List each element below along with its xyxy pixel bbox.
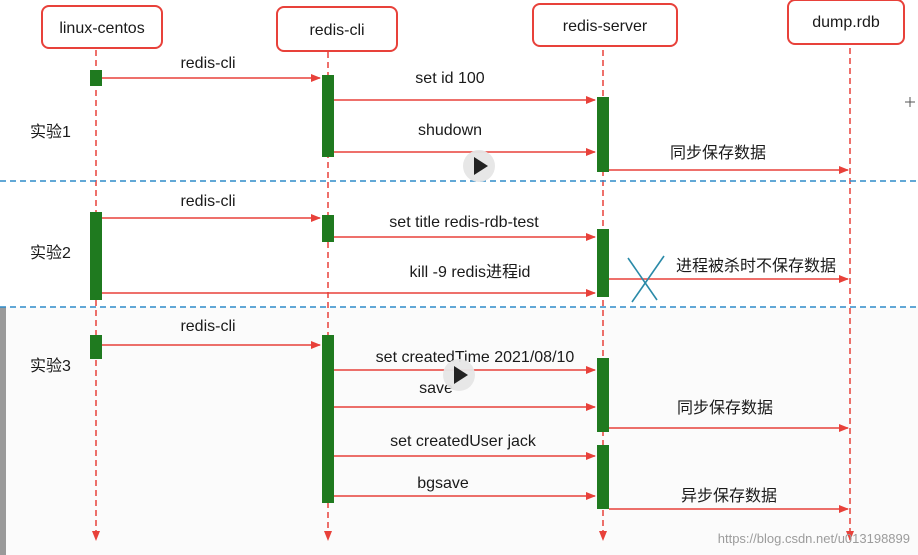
cross-mark-icon xyxy=(627,255,665,303)
message-label: 同步保存数据 xyxy=(670,144,766,162)
actor-linux-centos: linux-centos xyxy=(41,5,163,49)
experiment-label: 实验2 xyxy=(30,244,71,262)
actor-label: linux-centos xyxy=(59,20,144,37)
left-edge-bar xyxy=(0,307,6,555)
activation-bar xyxy=(597,97,609,172)
message-label: 进程被杀时不保存数据 xyxy=(676,257,836,275)
play-icon[interactable] xyxy=(463,150,495,182)
activation-bar xyxy=(90,335,102,359)
message-label: kill -9 redis进程id xyxy=(410,263,531,281)
message-label: bgsave xyxy=(417,475,469,492)
message-label: 同步保存数据 xyxy=(677,399,773,417)
activation-bar xyxy=(597,445,609,509)
lower-background-band xyxy=(0,307,918,555)
message-label: redis-cli xyxy=(180,193,235,210)
message-label: 异步保存数据 xyxy=(681,487,777,505)
actor-dump-rdb: dump.rdb xyxy=(787,0,905,45)
actor-redis-server: redis-server xyxy=(532,3,678,47)
activation-bar xyxy=(90,70,102,86)
actor-label: dump.rdb xyxy=(812,14,880,31)
actor-label: redis-cli xyxy=(309,22,364,39)
message-label: set createdUser jack xyxy=(390,433,537,450)
actor-label: redis-server xyxy=(563,18,648,35)
activation-bar xyxy=(597,229,609,297)
activation-bar xyxy=(597,358,609,432)
experiment-label: 实验1 xyxy=(30,123,71,141)
message-label: redis-cli xyxy=(180,55,235,72)
message-label: set id 100 xyxy=(415,70,484,87)
activation-bar xyxy=(322,335,334,503)
activation-bar xyxy=(322,215,334,242)
message-label: shudown xyxy=(418,122,482,139)
message-label: save xyxy=(419,380,453,397)
watermark: https://blog.csdn.net/u013198899 xyxy=(718,531,910,546)
message-label: set title redis-rdb-test xyxy=(389,214,539,231)
activation-bar xyxy=(322,75,334,157)
message-label: redis-cli xyxy=(180,318,235,335)
play-icon[interactable] xyxy=(443,359,475,391)
experiment-label: 实验3 xyxy=(30,357,71,375)
plus-icon xyxy=(905,97,915,107)
activation-bar xyxy=(90,212,102,300)
message-label: set createdTime 2021/08/10 xyxy=(376,349,575,366)
actor-redis-cli: redis-cli xyxy=(276,6,398,52)
